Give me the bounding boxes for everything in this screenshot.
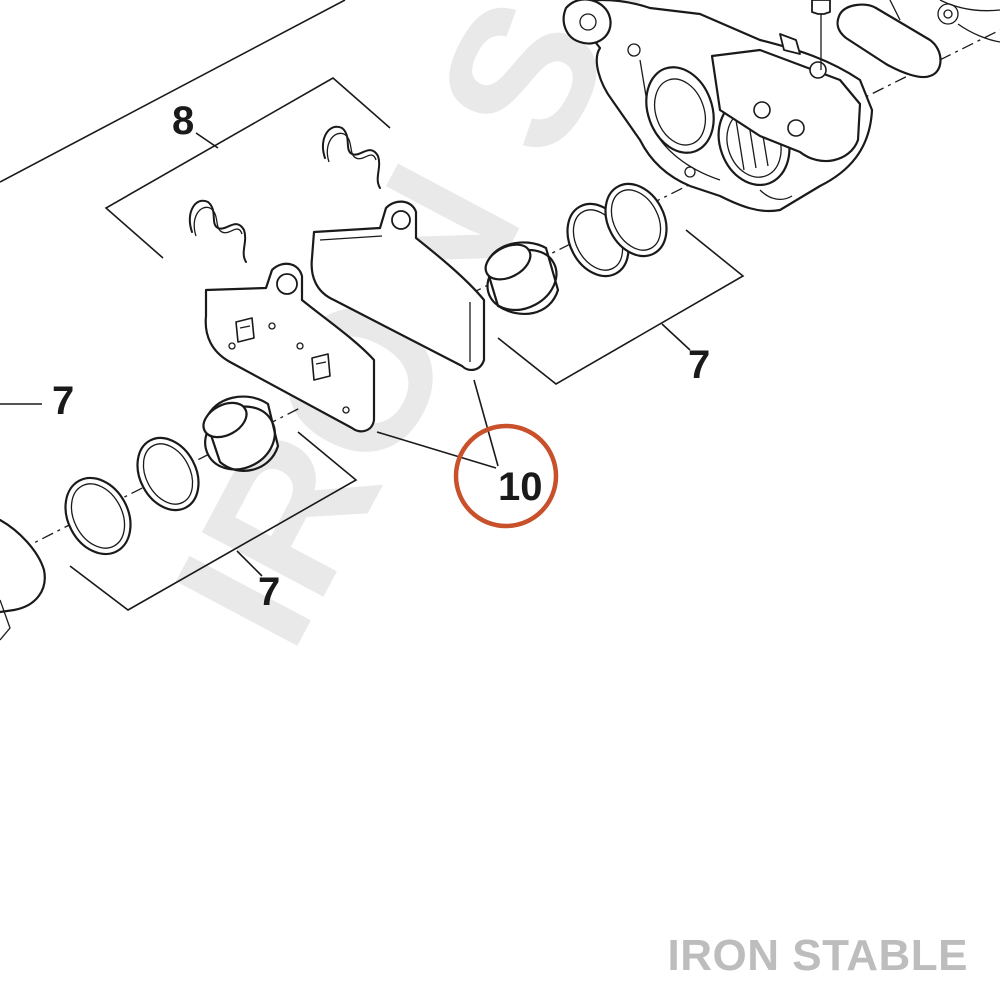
upper-bracket-line [0,0,346,183]
leader-7-right [661,323,691,351]
brake-pad-inner [310,200,486,372]
caliper-half-lower-left [0,518,46,641]
callout-8: 8 [172,99,194,143]
seal-ring-lower-inner [136,436,200,512]
bracket-8 [104,77,391,259]
callout-10: 10 [498,465,543,509]
leader-8 [195,132,219,149]
brake-pad-outer [204,262,376,433]
mounting-pin [836,0,1000,79]
bleeder-valve [811,0,831,70]
anti-rattle-spring-left [188,199,247,263]
bracket-7-right [497,229,745,385]
leader-7-lower [236,550,263,577]
callout-7-lower: 7 [258,570,280,614]
caliper-body [562,0,874,213]
highlight-circle-10 [453,423,559,529]
seal-ring-upper-outer [604,182,668,258]
callout-7-left: 7 [52,379,74,423]
bracket-7-lower [69,431,358,611]
callout-7-right: 7 [688,343,710,387]
leader-10-a [376,431,497,469]
piston-upper [484,241,560,316]
piston-lower [202,395,280,472]
leader-10-b [473,379,499,467]
brand-logo-text: IRON STABLE [668,931,968,980]
anti-rattle-spring-right [322,125,381,189]
seal-ring-lower-outer [64,476,132,556]
